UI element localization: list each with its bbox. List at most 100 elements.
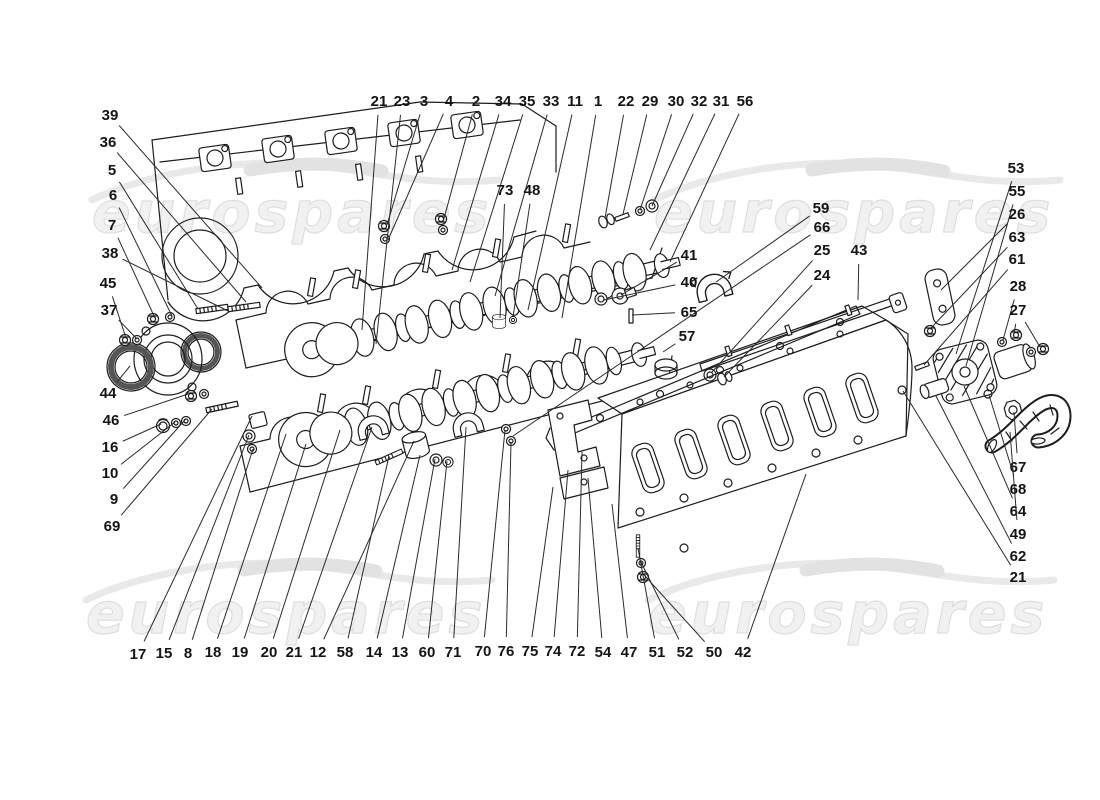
callout-9: 9 — [110, 419, 186, 508]
part-number-label: 23 — [394, 93, 411, 110]
part-number-label: 62 — [1010, 548, 1027, 565]
part-number-label: 27 — [1010, 302, 1027, 319]
callout-69: 69 — [104, 408, 213, 535]
callout-44: 44 — [100, 365, 131, 402]
cam-cover — [597, 305, 913, 529]
callout-40: 40 — [603, 274, 698, 301]
callout-56: 56 — [669, 93, 753, 263]
part-number-label: 19 — [232, 644, 249, 661]
part-number-label: 39 — [102, 107, 119, 124]
callout-37: 37 — [101, 302, 138, 340]
part-number-label: 21 — [371, 93, 388, 110]
callout-1: 1 — [561, 93, 602, 319]
part-number-label: 60 — [419, 644, 436, 661]
part-number-label: 21 — [286, 644, 303, 661]
part-number-label: 22 — [618, 93, 635, 110]
part-number-label: 52 — [677, 644, 694, 661]
part-number-label: 8 — [184, 645, 192, 662]
part-number-label: 50 — [706, 644, 723, 661]
part-number-label: 70 — [475, 643, 492, 660]
part-number-label: 28 — [1010, 278, 1027, 295]
part-number-label: 40 — [681, 274, 698, 291]
callout-70: 70 — [475, 429, 506, 660]
callout-59: 59 — [715, 200, 829, 283]
part-number-label: 67 — [1010, 459, 1027, 476]
part-number-label: 61 — [1009, 251, 1026, 268]
callout-39: 39 — [102, 107, 263, 289]
part-number-label: 46 — [103, 412, 120, 429]
watermark-text: eurospares — [92, 180, 492, 246]
part-number-label: 26 — [1009, 206, 1026, 223]
watermark-top-right — [650, 157, 1064, 204]
front-seal-group — [106, 322, 222, 396]
part-number-label: 73 — [497, 182, 514, 199]
callout-66: 66 — [512, 219, 830, 437]
part-number-label: 43 — [851, 242, 868, 259]
part-number-label: 15 — [156, 645, 173, 662]
callout-17: 17 — [130, 415, 253, 663]
callout-46: 46 — [103, 393, 189, 429]
callout-28: 28 — [1002, 278, 1027, 341]
callout-30: 30 — [639, 93, 685, 211]
part-number-label: 11 — [567, 93, 583, 110]
callout-33: 33 — [494, 93, 560, 297]
water-hose — [984, 394, 1072, 454]
callout-8: 8 — [184, 448, 254, 662]
part-number-label: 14 — [366, 644, 383, 661]
part-number-label: 12 — [310, 644, 327, 661]
watermark-bottom-left — [82, 557, 496, 604]
callout-36: 36 — [100, 134, 247, 303]
watermark-top-left — [88, 157, 502, 204]
callout-7: 7 — [108, 217, 156, 319]
part-number-label: 33 — [543, 93, 560, 110]
part-number-label: 57 — [679, 328, 696, 345]
callout-54: 54 — [587, 477, 612, 661]
callout-64: 64 — [963, 385, 1027, 520]
head-bracket-plate — [547, 399, 609, 500]
callout-55: 55 — [965, 183, 1026, 367]
callout-13: 13 — [392, 458, 436, 661]
callout-34: 34 — [451, 93, 512, 271]
callout-2: 2 — [442, 93, 480, 223]
callout-32: 32 — [651, 93, 707, 207]
part-number-label: 5 — [108, 162, 116, 179]
callout-42: 42 — [735, 473, 807, 661]
watermark-bottom-right — [644, 557, 1058, 604]
part-number-label: 45 — [100, 275, 117, 292]
part-number-label: 55 — [1009, 183, 1026, 200]
watermark-swoosh — [799, 557, 945, 578]
part-number-label: 41 — [681, 247, 698, 264]
part-number-label: 49 — [1010, 526, 1027, 543]
callout-74: 74 — [545, 469, 569, 660]
callout-58: 58 — [337, 455, 390, 661]
callout-21: 21 — [902, 390, 1027, 586]
callout-53: 53 — [955, 160, 1024, 355]
callout-11: 11 — [527, 93, 583, 311]
callout-71: 71 — [445, 426, 467, 661]
callout-75: 75 — [522, 486, 554, 660]
part-number-label: 35 — [519, 93, 536, 110]
part-number-label: 21 — [1010, 569, 1027, 586]
part-number-label: 25 — [814, 242, 831, 259]
callout-24: 24 — [723, 267, 831, 378]
watermark-swoosh — [237, 557, 383, 578]
callout-21: 21 — [286, 426, 373, 661]
part-number-label: 51 — [649, 644, 666, 661]
callout-52: 52 — [640, 561, 694, 661]
callout-48: 48 — [512, 182, 541, 318]
part-number-label: 48 — [524, 182, 541, 199]
callout-72: 72 — [569, 451, 585, 660]
part-number-label: 38 — [102, 245, 119, 262]
part-number-label: 17 — [130, 646, 147, 663]
watermark-swoosh — [243, 157, 389, 178]
callout-15: 15 — [156, 434, 250, 662]
callout-45: 45 — [100, 275, 127, 339]
callout-26: 26 — [940, 206, 1026, 291]
part-number-label: 75 — [522, 643, 539, 660]
part-number-label: 31 — [713, 93, 730, 110]
callout-27: 27 — [1010, 302, 1041, 348]
part-number-label: 30 — [668, 93, 685, 110]
part-number-label: 13 — [392, 644, 409, 661]
